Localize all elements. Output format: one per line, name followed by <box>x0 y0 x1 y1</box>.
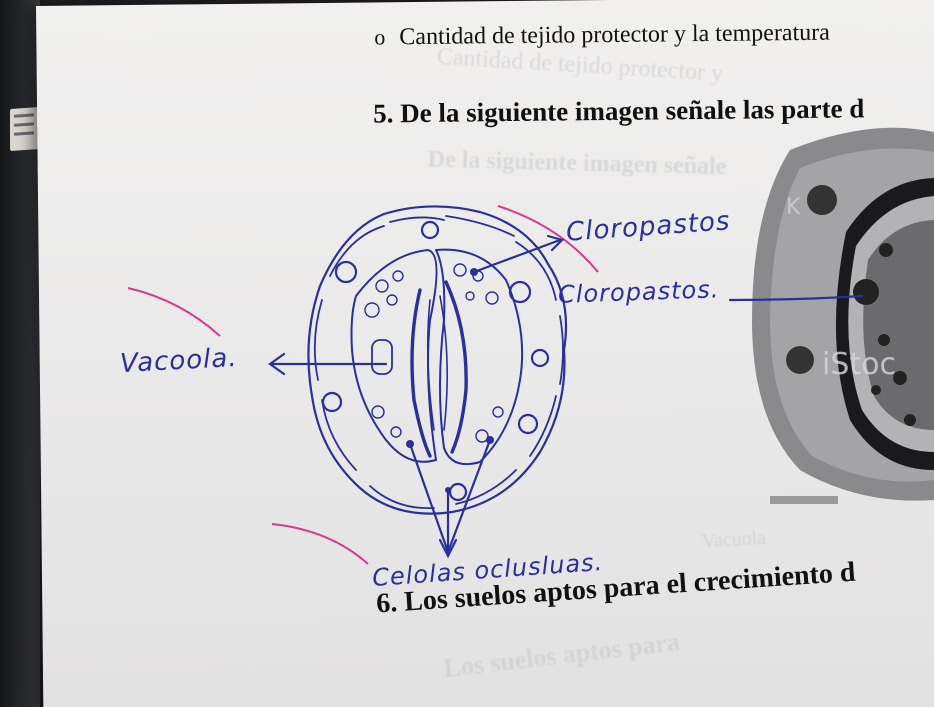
watermark-text: K <box>786 195 801 220</box>
highlighter-marks <box>128 206 598 564</box>
label-vacuola: Vacoola. <box>119 343 238 379</box>
watermark-text: iStoc <box>822 347 896 382</box>
reference-stomata-image: iStoc K <box>752 128 934 504</box>
label-cloroplastos-reference: Cloropastos. <box>558 275 720 309</box>
